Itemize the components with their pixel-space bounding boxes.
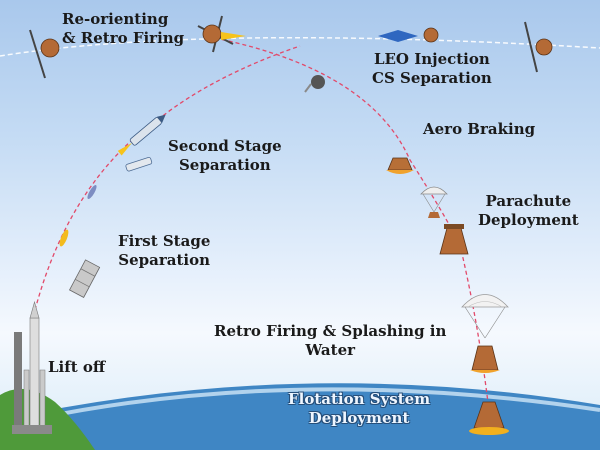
label-reorienting-retro-firing: Re-orienting & Retro Firing — [62, 10, 185, 47]
label-first-stage-separation: First Stage Separation — [118, 232, 211, 269]
crew-module-retro-icon — [197, 15, 246, 53]
label-leo-injection: LEO Injection CS Separation — [372, 50, 492, 87]
label-aero-braking: Aero Braking — [423, 120, 536, 138]
first-stage-debris-icon — [69, 259, 101, 298]
ascending-rocket-icon — [117, 114, 166, 156]
label-lift-off: Lift off — [48, 358, 106, 376]
exhaust-plume-icon — [87, 184, 97, 200]
orbit-line — [0, 36, 600, 57]
label-parachute-deployment: Parachute Deployment — [478, 192, 579, 229]
leo-service-module-icon — [378, 27, 439, 43]
label-flotation-system-deployment: Flotation System Deployment — [288, 390, 431, 427]
splashdown-module-icon — [470, 345, 500, 373]
crew-module-orbit-right-icon — [524, 21, 553, 73]
ocean-highlight — [39, 387, 600, 420]
main-parachute-icon — [461, 294, 509, 339]
drogue-parachute-icon — [420, 186, 448, 218]
descending-crew-module-icon — [439, 224, 469, 255]
aero-braking-capsule-icon — [386, 157, 414, 174]
exhaust-flame-icon — [59, 229, 69, 247]
crew-module-orbit-left-icon — [29, 29, 60, 79]
second-stage-debris-icon — [125, 156, 153, 172]
label-second-stage-separation: Second Stage Separation — [168, 137, 282, 174]
label-retro-firing-splashing: Retro Firing & Splashing in Water — [214, 322, 447, 359]
floating-crew-module-icon — [469, 401, 509, 435]
descent-trajectory — [214, 37, 491, 421]
reentry-capsule-icon — [304, 75, 325, 93]
ascent-trajectory — [34, 45, 301, 311]
launch-vehicle-icon — [12, 300, 52, 434]
